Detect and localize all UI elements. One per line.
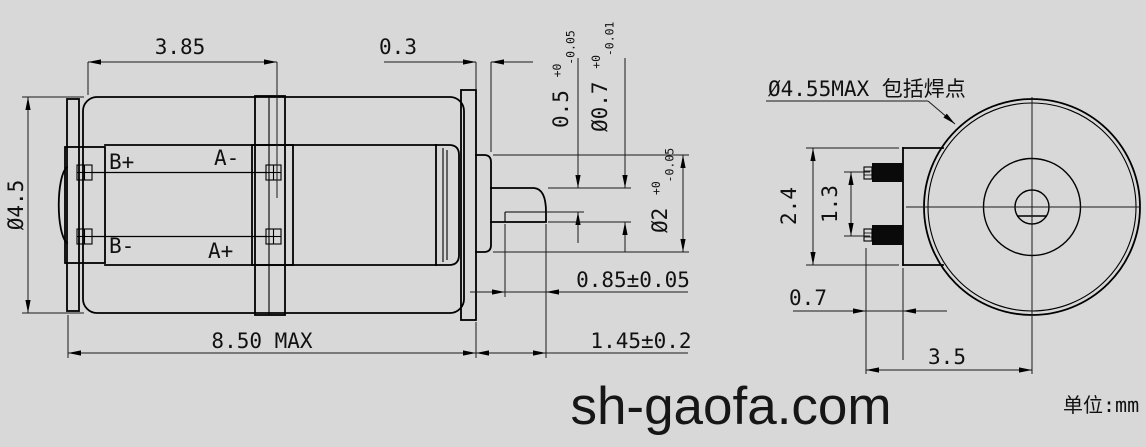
a-terminal-bracket <box>251 144 294 266</box>
rear-flange <box>460 89 477 321</box>
front-dome <box>57 165 69 245</box>
front-plate <box>66 98 80 312</box>
front-view <box>863 97 1141 318</box>
label-terminal-a-minus: A- <box>214 146 239 170</box>
dim-boss-protrusion: 0.3 <box>379 35 417 59</box>
label-terminal-b-plus: B+ <box>109 150 134 174</box>
dim-body-diameter: Ø4.5 <box>4 180 28 231</box>
dim-shaft-diameter: Ø0.7 +0 -0.01 <box>581 21 617 132</box>
label-max-diameter-note: Ø4.55MAX 包括焊点 <box>768 77 966 101</box>
dim-terminal-pitch: 1.3 <box>818 185 842 223</box>
solder-terminals <box>863 163 903 245</box>
dim-shaft-flat: 0.5 +0 -0.05 <box>542 30 578 128</box>
side-view <box>57 89 547 321</box>
watermark-text: sh-gaofa.com <box>570 377 891 436</box>
dim-shaft-length: 1.45±0.2 <box>590 329 691 353</box>
svg-text:1.3: 1.3 <box>818 185 842 223</box>
motor-end-cap <box>435 144 460 266</box>
units-note: 单位:mm <box>1063 393 1139 417</box>
svg-text:Ø0.7 +0 -0.01: Ø0.7 +0 -0.01 <box>581 21 617 132</box>
dim-bracket-height: 2.4 <box>777 187 801 225</box>
front-view-dimensions <box>766 100 1033 374</box>
dim-terminal-to-center: 3.5 <box>928 345 966 369</box>
label-terminal-b-minus: B- <box>109 234 134 258</box>
svg-text:Ø2 +0 -0.05: Ø2 +0 -0.05 <box>641 148 677 233</box>
b-terminal-bracket <box>64 146 106 264</box>
dim-boss-diameter: Ø2 +0 -0.05 <box>641 148 677 233</box>
terminal-pins <box>76 164 282 245</box>
svg-text:0.5 +0 -0.05: 0.5 +0 -0.05 <box>542 30 578 128</box>
motor-body-outline <box>82 96 465 314</box>
dim-total-length: 8.50 MAX <box>211 329 313 353</box>
dim-gearbox-length: 3.85 <box>155 35 206 59</box>
svg-text:2.4: 2.4 <box>777 187 801 225</box>
side-view-dimensions <box>22 58 689 358</box>
output-shaft <box>490 187 547 223</box>
bearing-boss <box>475 154 492 253</box>
label-terminal-a-plus: A+ <box>208 239 233 263</box>
svg-text:Ø4.5: Ø4.5 <box>4 180 28 231</box>
dim-shaft-flat-length: 0.85±0.05 <box>576 268 690 292</box>
dim-terminal-protrusion: 0.7 <box>789 286 827 310</box>
mid-strap <box>254 95 286 316</box>
